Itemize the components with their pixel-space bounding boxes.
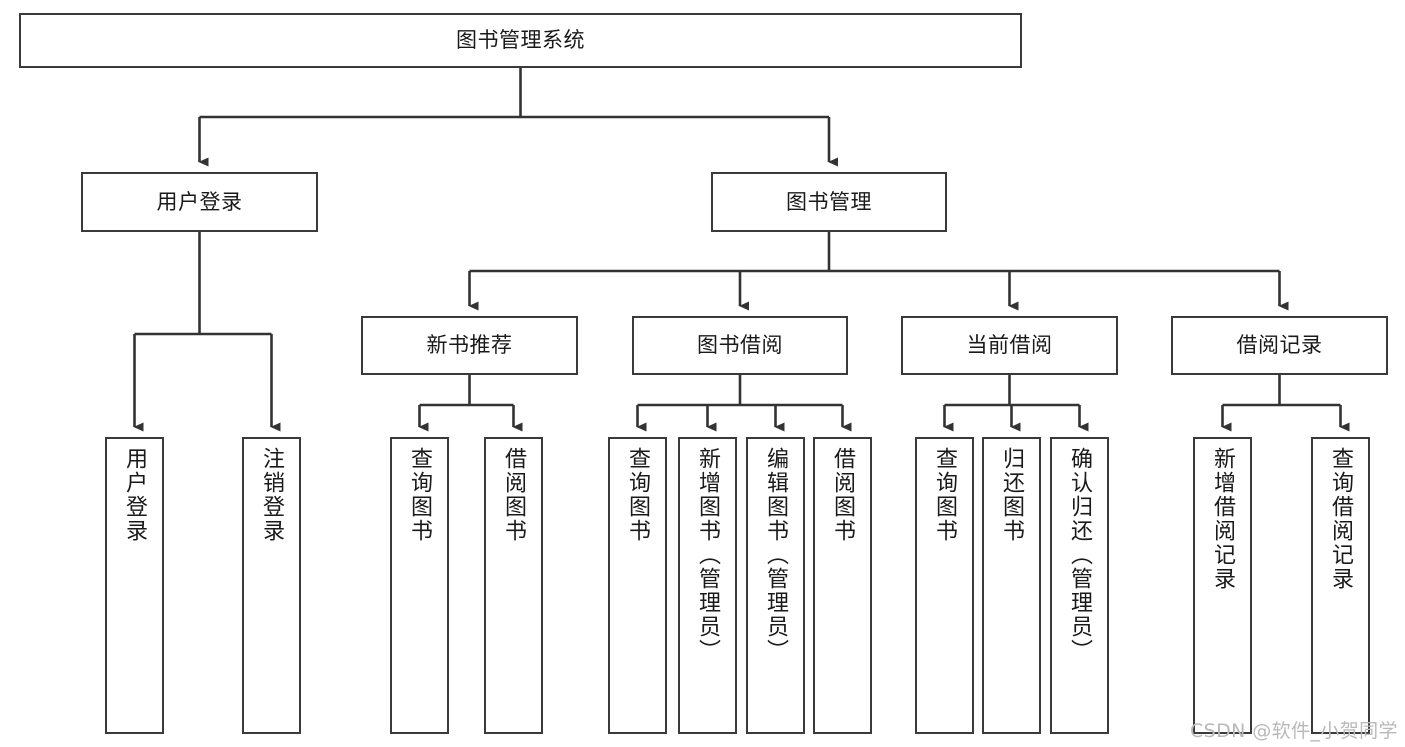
node-leaf-user-login-label: 用户登录 — [122, 447, 148, 543]
node-leaf-add-book[interactable]: 新增图书（管理员） — [678, 437, 737, 734]
node-book-borrow-label: 图书借阅 — [697, 333, 783, 358]
node-leaf-user-login[interactable]: 用户登录 — [105, 437, 164, 734]
node-leaf-logout[interactable]: 注销登录 — [242, 437, 301, 734]
node-leaf-return-book-label: 归还图书 — [999, 447, 1025, 543]
node-new-book-recommend[interactable]: 新书推荐 — [361, 316, 578, 375]
node-leaf-query-book-3[interactable]: 查询图书 — [915, 437, 974, 734]
node-leaf-query-book-2-label: 查询图书 — [625, 447, 651, 543]
csdn-watermark: CSDN @软件_小贺同学 — [1190, 720, 1398, 742]
node-leaf-confirm-return[interactable]: 确认归还（管理员） — [1050, 437, 1109, 734]
node-leaf-query-book-3-label: 查询图书 — [932, 447, 958, 543]
node-leaf-borrow-book-1-label: 借阅图书 — [501, 447, 527, 543]
node-leaf-add-book-label: 新增图书（管理员） — [695, 447, 721, 663]
node-leaf-borrow-book-2[interactable]: 借阅图书 — [813, 437, 872, 734]
node-leaf-edit-book-label: 编辑图书（管理员） — [763, 447, 789, 663]
node-leaf-borrow-book-1[interactable]: 借阅图书 — [484, 437, 543, 734]
node-leaf-confirm-return-label: 确认归还（管理员） — [1067, 447, 1093, 663]
node-leaf-query-book-1-label: 查询图书 — [407, 447, 433, 543]
node-book-manage[interactable]: 图书管理 — [711, 172, 947, 232]
node-current-borrow[interactable]: 当前借阅 — [901, 316, 1118, 375]
node-root[interactable]: 图书管理系统 — [19, 13, 1022, 68]
node-root-label: 图书管理系统 — [456, 28, 585, 53]
node-leaf-query-borrow-record[interactable]: 查询借阅记录 — [1311, 437, 1370, 734]
node-user-login[interactable]: 用户登录 — [81, 172, 318, 232]
node-leaf-add-borrow-record[interactable]: 新增借阅记录 — [1193, 437, 1252, 734]
node-leaf-return-book[interactable]: 归还图书 — [982, 437, 1041, 734]
node-leaf-add-borrow-record-label: 新增借阅记录 — [1210, 447, 1236, 591]
node-current-borrow-label: 当前借阅 — [966, 333, 1053, 358]
node-book-manage-label: 图书管理 — [786, 189, 872, 214]
node-leaf-logout-label: 注销登录 — [259, 447, 285, 543]
node-borrow-record-label: 借阅记录 — [1236, 333, 1323, 358]
node-book-borrow[interactable]: 图书借阅 — [632, 316, 848, 375]
node-leaf-query-book-1[interactable]: 查询图书 — [390, 437, 449, 734]
node-leaf-edit-book[interactable]: 编辑图书（管理员） — [746, 437, 805, 734]
node-leaf-borrow-book-2-label: 借阅图书 — [830, 447, 856, 543]
node-leaf-query-borrow-record-label: 查询借阅记录 — [1328, 447, 1354, 591]
node-new-book-recommend-label: 新书推荐 — [426, 333, 513, 358]
node-user-login-label: 用户登录 — [156, 189, 243, 214]
node-leaf-query-book-2[interactable]: 查询图书 — [608, 437, 667, 734]
node-borrow-record[interactable]: 借阅记录 — [1171, 316, 1388, 375]
